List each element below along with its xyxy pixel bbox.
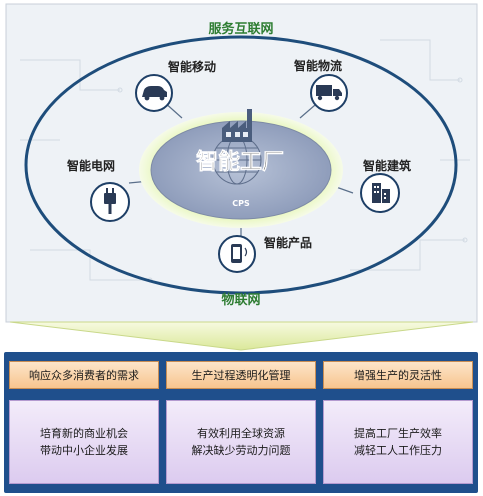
table-cell-2-line-2: 解决缺少劳动力问题 bbox=[191, 444, 291, 457]
phone-icon bbox=[231, 244, 248, 263]
center-title: 智能工厂 bbox=[196, 149, 284, 175]
node-logistics-label: 智能物流 bbox=[293, 58, 342, 73]
plug-icon bbox=[104, 188, 116, 214]
table-cell-3-line-2: 减轻工人工作压力 bbox=[354, 444, 442, 457]
outer-top-label: 服务互联网 bbox=[208, 21, 273, 37]
table-cell-3: 提高工厂生产效率 减轻工人工作压力 bbox=[323, 400, 473, 484]
benefits-table: 响应众多消费者的需求 生产过程透明化管理 增强生产的灵活性 培育新的商业机会 带… bbox=[4, 352, 478, 493]
outer-ellipse bbox=[24, 35, 458, 295]
building-icon bbox=[372, 183, 390, 203]
table-header-3: 增强生产的灵活性 bbox=[323, 361, 473, 389]
center-cps-label: CPS bbox=[232, 199, 250, 208]
node-product-label: 智能产品 bbox=[263, 235, 312, 250]
node-building-label: 智能建筑 bbox=[362, 158, 411, 173]
truck-icon bbox=[316, 85, 342, 101]
table-cell-1-line-2: 带动中小企业发展 bbox=[40, 444, 128, 457]
table-header-1: 响应众多消费者的需求 bbox=[9, 361, 159, 389]
funnel-arrow bbox=[9, 321, 474, 351]
car-icon bbox=[142, 86, 167, 101]
table-cell-1-line-1: 培育新的商业机会 bbox=[40, 427, 128, 440]
table-cell-3-line-1: 提高工厂生产效率 bbox=[354, 427, 442, 440]
circuit-pattern bbox=[20, 39, 470, 283]
inner-ellipse bbox=[150, 120, 332, 220]
smart-factory-diagram: 服务互联网 物联网 智能工厂 CPS 智能移动 bbox=[5, 3, 478, 351]
table-header-2: 生产过程透明化管理 bbox=[166, 361, 316, 389]
table-cell-2-line-1: 有效利用全球资源 bbox=[197, 427, 285, 440]
node-grid-label: 智能电网 bbox=[66, 158, 115, 173]
table-cell-1: 培育新的商业机会 带动中小企业发展 bbox=[9, 400, 159, 484]
table-cell-2: 有效利用全球资源 解决缺少劳动力问题 bbox=[166, 400, 316, 484]
outer-bottom-label: 物联网 bbox=[221, 292, 260, 308]
node-mobile-label: 智能移动 bbox=[167, 59, 216, 74]
factory-icon bbox=[222, 109, 252, 142]
